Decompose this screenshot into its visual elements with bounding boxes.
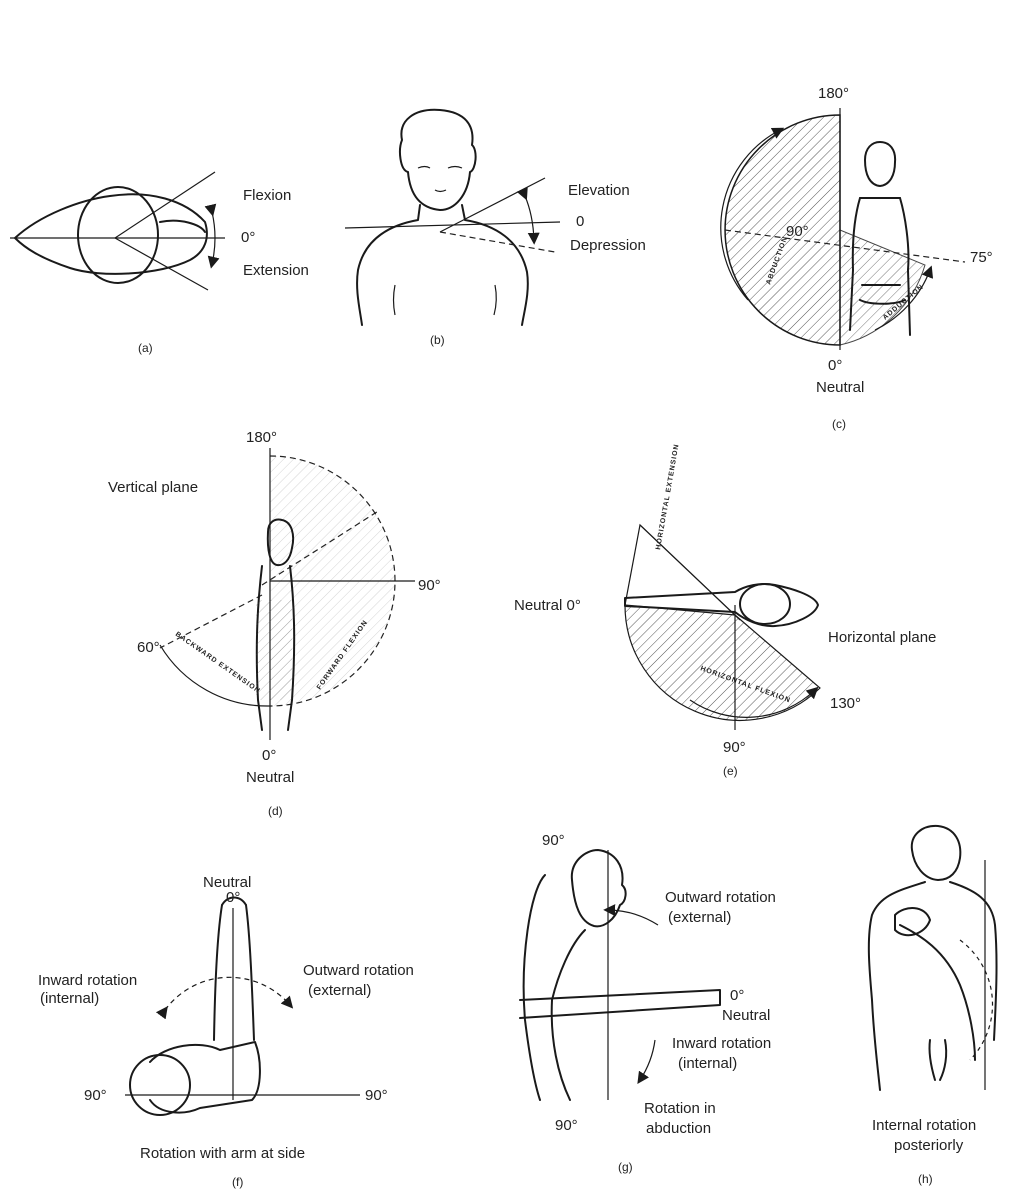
figure-d-hatch: [256, 600, 292, 700]
horizontal-plane-label: Horizontal plane: [828, 629, 936, 646]
arm-cross-section: [130, 1055, 190, 1115]
neutral-label: Neutral: [722, 1007, 770, 1024]
backward-arc: [160, 645, 270, 706]
internal-label: (internal): [678, 1055, 737, 1072]
flexion-label: Flexion: [243, 187, 291, 204]
horizontal-extension-wedge: [625, 525, 735, 615]
figure-g-back: [524, 875, 545, 1100]
figure-h-arm: [900, 925, 975, 1060]
head-front: [400, 110, 476, 210]
label-60: 60°: [137, 639, 160, 656]
neutral-label: Neutral 0°: [514, 597, 581, 614]
depression-label: Depression: [570, 237, 646, 254]
face-features: [418, 167, 462, 192]
abduction-label: abduction: [646, 1120, 711, 1137]
caption-f: (f): [232, 1175, 243, 1189]
horizontal-flexion-area: [625, 605, 820, 720]
caption-e: (e): [723, 764, 738, 778]
zero-label: 0: [576, 213, 584, 230]
panel-h: Internal rotation posteriorly (h): [869, 826, 997, 1186]
label-90-bottom: 90°: [555, 1117, 578, 1134]
head-top-view: [740, 584, 790, 624]
label-180: 180°: [818, 85, 849, 102]
neutral-label: Neutral: [246, 769, 294, 786]
elevation-depression-arrow: [525, 196, 534, 240]
zero-label: 0°: [241, 229, 255, 246]
caption-d: (d): [268, 804, 283, 818]
outward-rotation-label: Outward rotation: [303, 962, 414, 979]
external-label: (external): [308, 982, 371, 999]
label-0: 0°: [730, 987, 744, 1004]
label-left-90: 90°: [84, 1087, 107, 1104]
abduction-hatched-area: [725, 115, 840, 345]
inward-arrow: [640, 1040, 655, 1080]
rotation-arrow: [165, 977, 290, 1010]
shoulder-top-view-outline: [15, 194, 207, 274]
elevation-label: Elevation: [568, 182, 630, 199]
figure-h-back-lines: [929, 1040, 946, 1080]
label-90: 90°: [723, 739, 746, 756]
horizontal-extension-text: HORIZONTAL EXTENSION: [655, 443, 681, 550]
figure-h-right-side: [950, 882, 997, 1040]
figure-g-head: [572, 850, 626, 926]
label-180: 180°: [246, 429, 277, 446]
extension-line: [160, 595, 262, 648]
figure-h-head: [912, 826, 961, 880]
caption-g: (g): [618, 1160, 633, 1174]
panel-f: Neutral 0° Inward rotation (internal) Ou…: [38, 874, 414, 1189]
label-75: 75°: [970, 249, 993, 266]
label-90: 90°: [418, 577, 441, 594]
internal-label: (internal): [40, 990, 99, 1007]
inward-rotation-label: Inward rotation: [672, 1035, 771, 1052]
backward-extension-text: BACKWARD EXTENSION: [174, 631, 262, 695]
extension-line: [640, 525, 740, 620]
external-label: (external): [668, 909, 731, 926]
caption-c: (c): [832, 417, 846, 431]
rotation-in-label: Rotation in: [644, 1100, 716, 1117]
caption-b: (b): [430, 333, 445, 347]
extension-label: Extension: [243, 262, 309, 279]
caption-h: (h): [918, 1172, 933, 1186]
figure-c-head: [865, 142, 895, 186]
label-0: 0°: [226, 889, 240, 906]
depression-line: [440, 232, 555, 252]
panel-d: BACKWARD EXTENSION FORWARD FLEXION 180° …: [108, 429, 441, 818]
panel-a: Flexion 0° Extension (a): [10, 172, 309, 355]
arm-top-view: [160, 221, 205, 232]
caption-a: (a): [138, 341, 153, 355]
label-0: 0°: [262, 747, 276, 764]
label-90: 90°: [786, 223, 809, 240]
label-90-top: 90°: [542, 832, 565, 849]
inward-rotation-label: Inward rotation: [38, 972, 137, 989]
upper-arm: [150, 1042, 260, 1113]
outward-arrow: [608, 910, 658, 925]
chest-lines: [394, 285, 497, 315]
panel-e: HORIZONTAL EXTENSION HORIZONTAL FLEXION …: [514, 443, 936, 778]
torso-left: [357, 205, 420, 325]
posteriorly-label: posteriorly: [894, 1137, 964, 1154]
forearm-raised: [214, 905, 254, 1040]
rotation-at-side-label: Rotation with arm at side: [140, 1145, 305, 1162]
neutral-label: Neutral: [816, 379, 864, 396]
panel-g: 90° Outward rotation (external) 0° Neutr…: [520, 832, 776, 1174]
label-130: 130°: [830, 695, 861, 712]
internal-rotation-label: Internal rotation: [872, 1117, 976, 1134]
figure-g-arm: [520, 990, 720, 1018]
outward-rotation-label: Outward rotation: [665, 889, 776, 906]
head-top-view: [78, 187, 158, 283]
panel-c: ABDUCTION ADDUCTION 180° 90° 75° 0° Neut…: [721, 85, 993, 431]
label-0: 0°: [828, 357, 842, 374]
label-right-90: 90°: [365, 1087, 388, 1104]
vertical-plane-label: Vertical plane: [108, 479, 198, 496]
panel-b: Elevation 0 Depression (b): [345, 110, 646, 347]
